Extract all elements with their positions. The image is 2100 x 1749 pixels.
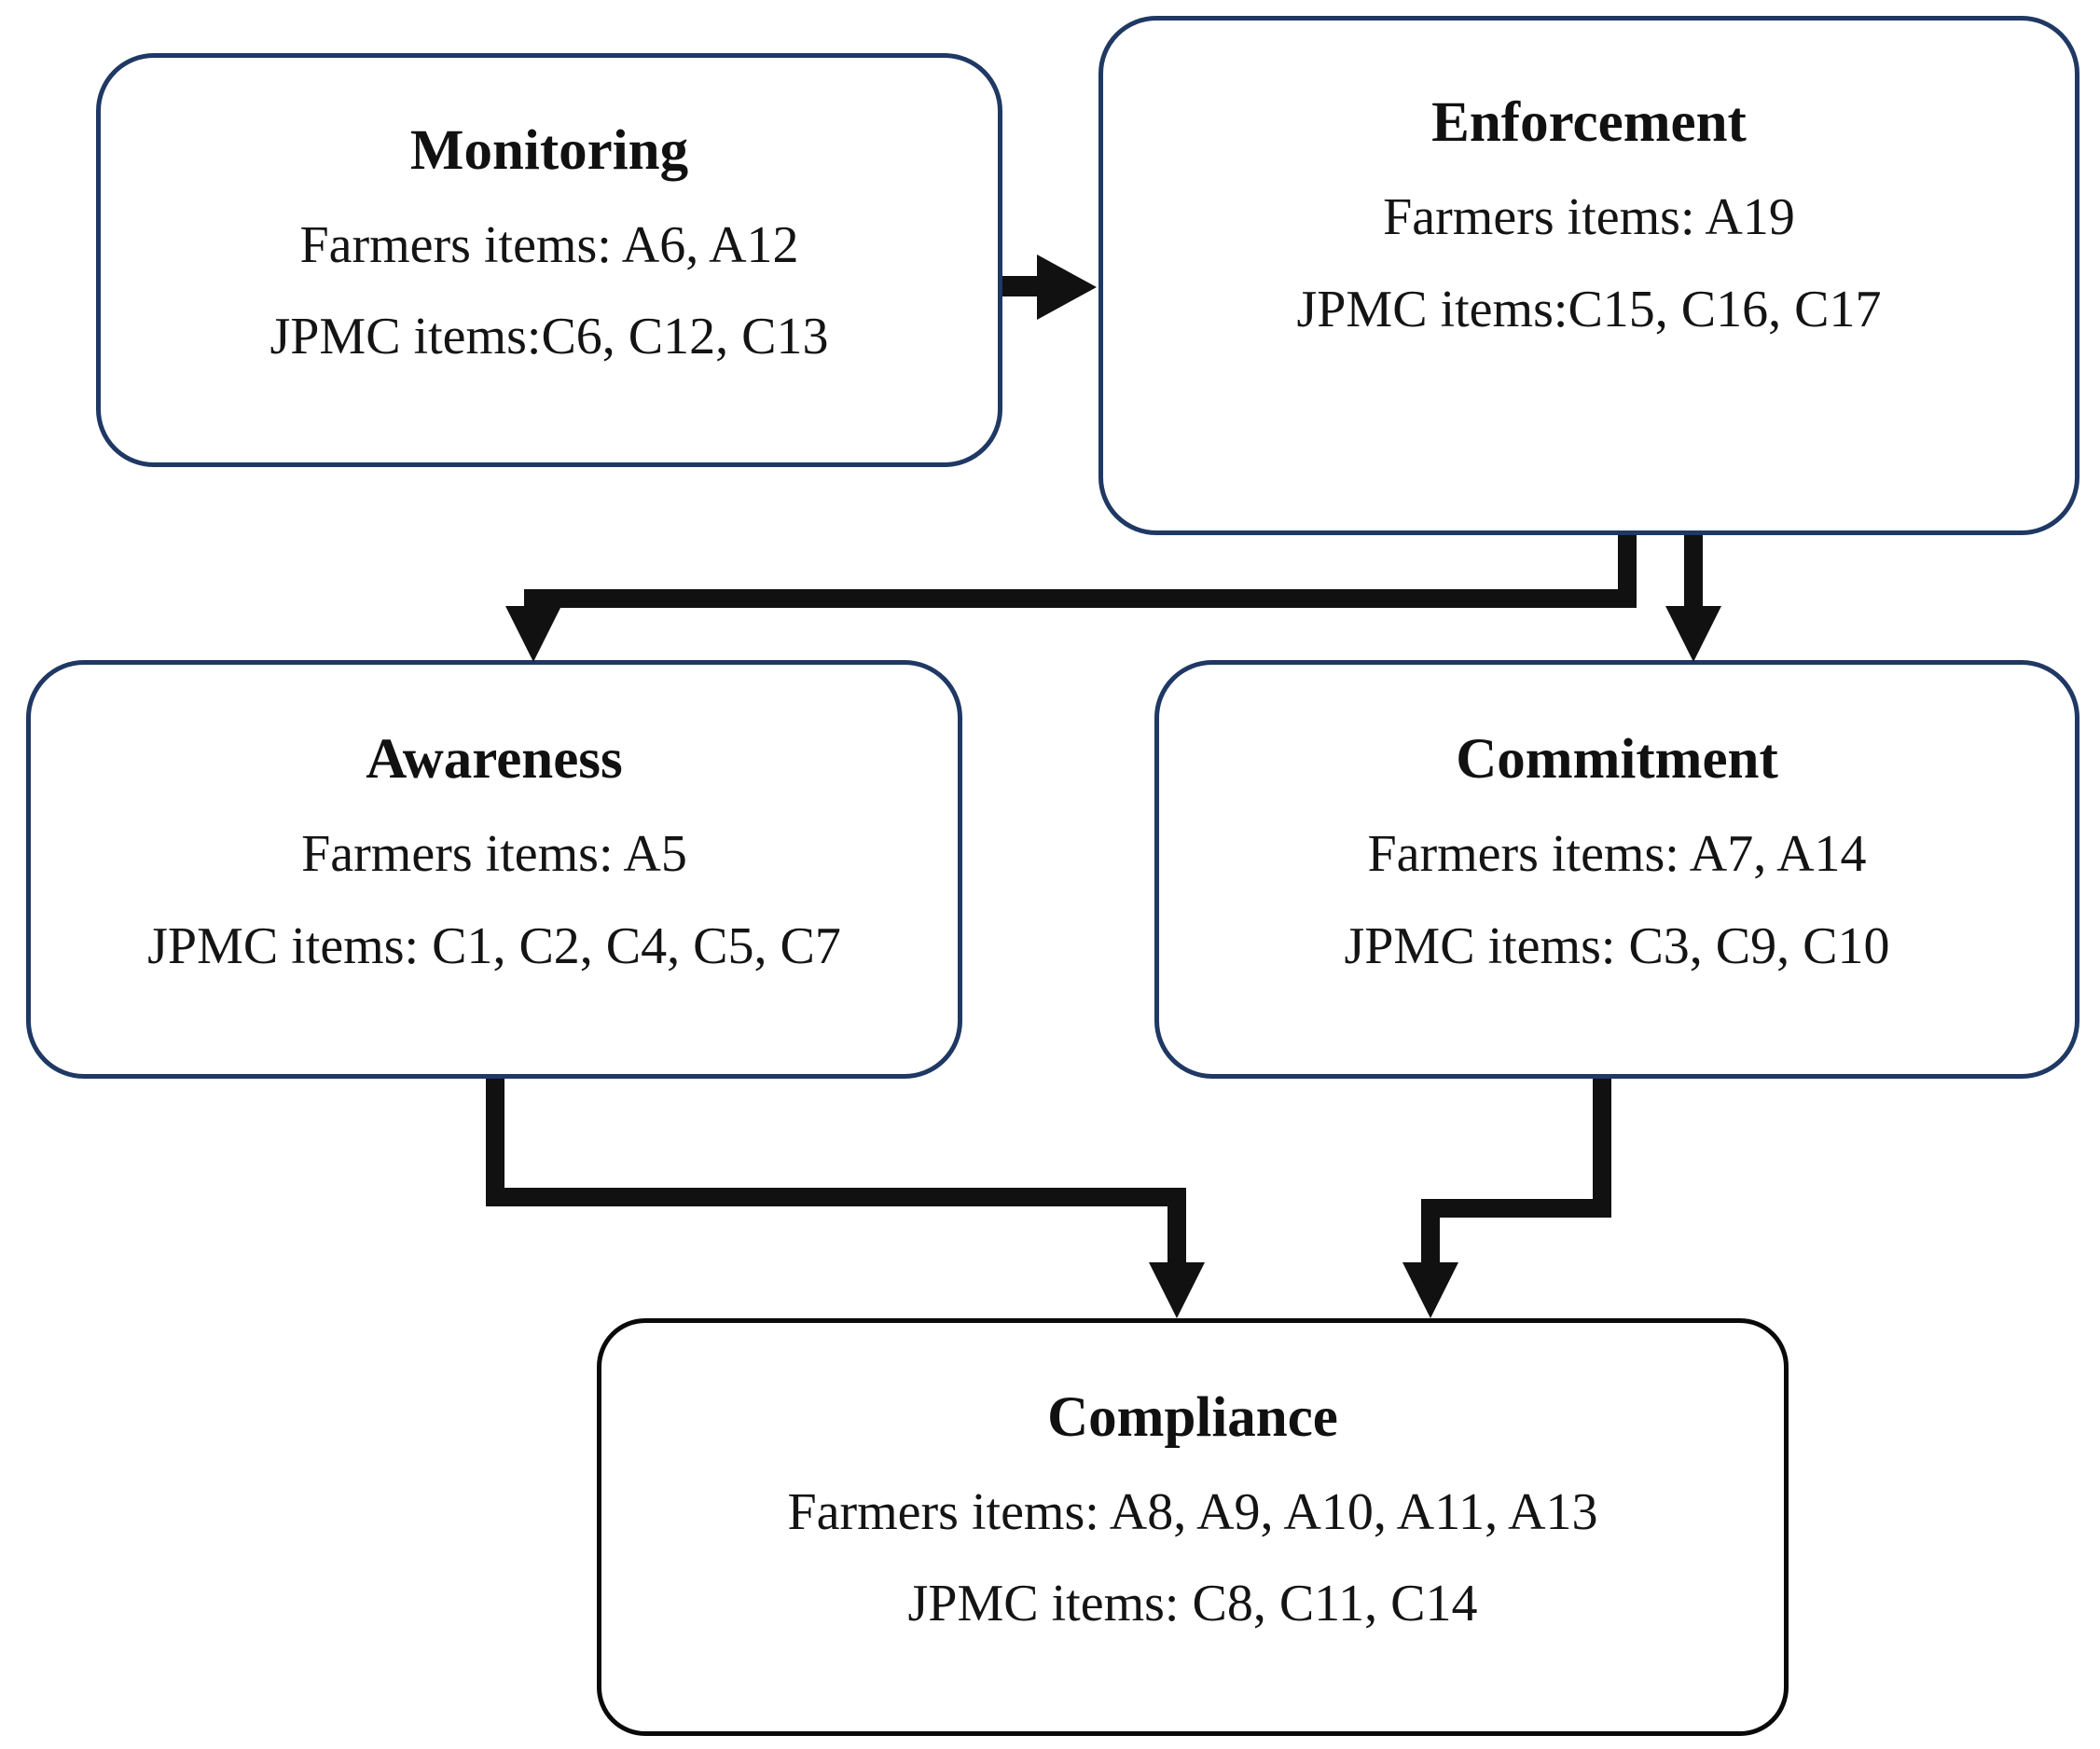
arrow-segment [486, 1188, 1186, 1206]
arrow-segment [1002, 276, 1044, 296]
arrowhead-down-icon [505, 606, 561, 662]
arrow-segment [524, 589, 1637, 608]
arrowhead-down-icon [1149, 1262, 1205, 1318]
node-commitment-jpmc-items: JPMC items: C3, C9, C10 [1344, 916, 1890, 975]
node-enforcement-farmers-items: Farmers items: A19 [1383, 188, 1795, 247]
arrowhead-down-icon [1402, 1262, 1458, 1318]
node-compliance-title: Compliance [1047, 1385, 1338, 1449]
node-enforcement: Enforcement Farmers items: A19 JPMC item… [1098, 16, 2079, 535]
node-commitment: Commitment Farmers items: A7, A14 JPMC i… [1154, 660, 2079, 1079]
arrow-segment [1684, 535, 1703, 610]
node-monitoring-farmers-items: Farmers items: A6, A12 [299, 215, 799, 274]
node-awareness: Awareness Farmers items: A5 JPMC items: … [26, 660, 962, 1079]
node-commitment-farmers-items: Farmers items: A7, A14 [1367, 825, 1867, 884]
node-monitoring-title: Monitoring [409, 118, 689, 182]
node-enforcement-title: Enforcement [1431, 91, 1747, 155]
arrow-segment [486, 1079, 504, 1206]
node-awareness-title: Awareness [366, 728, 623, 792]
arrowhead-right-icon [1037, 255, 1097, 320]
node-compliance-jpmc-items: JPMC items: C8, C11, C14 [907, 1575, 1478, 1633]
node-compliance-farmers-items: Farmers items: A8, A9, A10, A11, A13 [787, 1482, 1598, 1541]
arrow-segment [1167, 1188, 1186, 1264]
arrow-segment [1421, 1199, 1611, 1218]
arrow-segment [1421, 1199, 1440, 1264]
node-awareness-farmers-items: Farmers items: A5 [301, 825, 687, 884]
arrow-segment [1593, 1079, 1611, 1218]
arrowhead-down-icon [1665, 606, 1721, 662]
node-compliance: Compliance Farmers items: A8, A9, A10, A… [597, 1318, 1789, 1736]
node-monitoring-jpmc-items: JPMC items:C6, C12, C13 [269, 308, 829, 366]
node-enforcement-jpmc-items: JPMC items:C15, C16, C17 [1296, 280, 1882, 338]
node-awareness-jpmc-items: JPMC items: C1, C2, C4, C5, C7 [147, 916, 841, 975]
node-monitoring: Monitoring Farmers items: A6, A12 JPMC i… [96, 53, 1002, 467]
node-commitment-title: Commitment [1456, 728, 1778, 792]
